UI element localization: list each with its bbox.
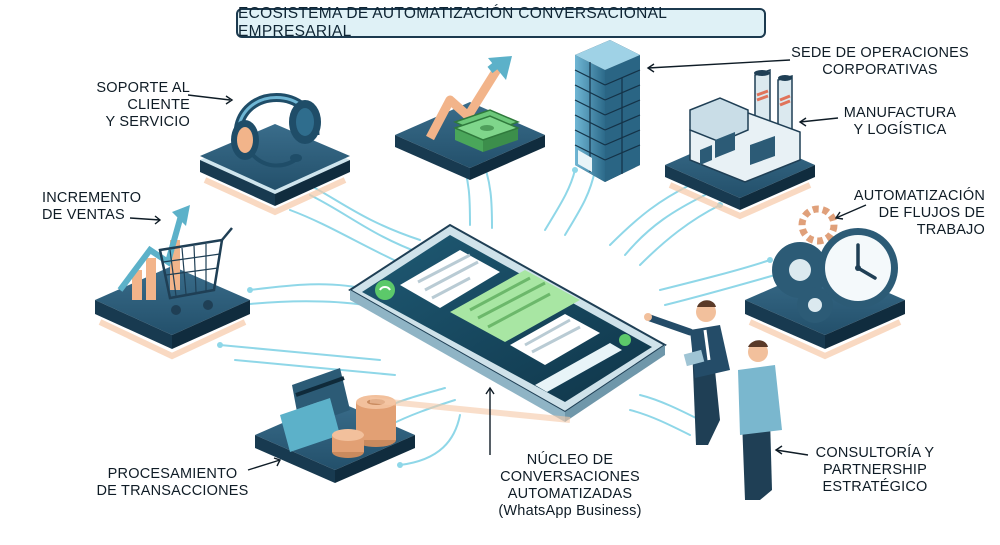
label-soporte-line1: SOPORTE AL CLIENTE <box>96 80 190 113</box>
label-transacciones: PROCESAMIENTO DE TRANSACCIONES <box>85 466 260 500</box>
label-sede-line2: CORPORATIVAS <box>822 62 938 78</box>
label-nucleo: NÚCLEO DE CONVERSACIONES AUTOMATIZADAS (… <box>485 452 655 520</box>
message-input-bar <box>535 334 631 392</box>
label-soporte: SOPORTE AL CLIENTE Y SERVICIO <box>40 80 190 131</box>
whatsapp-icon <box>375 280 395 300</box>
label-ventas: INCREMENTO DE VENTAS <box>42 190 162 224</box>
label-ventas-line1: INCREMENTO <box>42 190 142 206</box>
label-nucleo-line4: (WhatsApp Business) <box>498 503 642 519</box>
label-sede-line1: SEDE DE OPERACIONES <box>791 45 969 61</box>
label-nucleo-line2: CONVERSACIONES <box>500 469 640 485</box>
label-manufactura: MANUFACTURA Y LOGÍSTICA <box>835 105 965 139</box>
credit-card-icon <box>280 368 350 452</box>
businessman-standing-icon <box>738 340 782 500</box>
label-consultoria-line1: CONSULTORÍA Y <box>815 445 935 461</box>
label-soporte-line2: Y SERVICIO <box>105 114 190 130</box>
chat-bubble-incoming <box>400 250 500 308</box>
headset-icon <box>231 93 321 168</box>
clock-icon <box>818 228 898 308</box>
growth-arrow-icon <box>426 56 512 141</box>
label-flujos: AUTOMATIZACIÓN DE FLUJOS DE TRABAJO <box>845 188 985 239</box>
businessman-pointing-icon <box>644 300 730 445</box>
label-transacciones-line1: PROCESAMIENTO <box>107 466 238 482</box>
label-nucleo-line1: NÚCLEO DE <box>526 452 614 468</box>
gears-icon <box>772 205 838 323</box>
label-flujos-line2: DE FLUJOS DE <box>878 205 985 221</box>
label-consultoria-line2: PARTNERSHIP <box>823 462 927 478</box>
label-manufactura-line2: Y LOGÍSTICA <box>853 122 947 138</box>
shopping-cart-icon <box>117 205 233 315</box>
label-flujos-line3: TRABAJO <box>916 222 985 238</box>
label-consultoria-line3: ESTRATÉGICO <box>822 479 928 495</box>
label-ventas-line2: DE VENTAS <box>42 207 125 223</box>
diagram-title: ECOSISTEMA DE AUTOMATIZACIÓN CONVERSACIO… <box>236 5 766 40</box>
label-nucleo-line3: AUTOMATIZADAS <box>507 486 633 502</box>
label-leader-lines <box>129 59 867 471</box>
office-building-icon <box>574 40 641 182</box>
platform-soporte <box>200 124 350 216</box>
label-sede: SEDE DE OPERACIONES CORPORATIVAS <box>790 45 970 79</box>
label-transacciones-line2: DE TRANSACCIONES <box>96 483 249 499</box>
label-consultoria: CONSULTORÍA Y PARTNERSHIP ESTRATÉGICO <box>800 445 950 496</box>
label-flujos-line1: AUTOMATIZACIÓN <box>853 188 985 204</box>
money-stack-icon <box>452 109 521 152</box>
chat-bubble-reply <box>510 314 600 365</box>
chat-bubble-outgoing <box>450 270 580 342</box>
factory-icon <box>689 68 801 183</box>
label-manufactura-line1: MANUFACTURA <box>843 105 957 121</box>
